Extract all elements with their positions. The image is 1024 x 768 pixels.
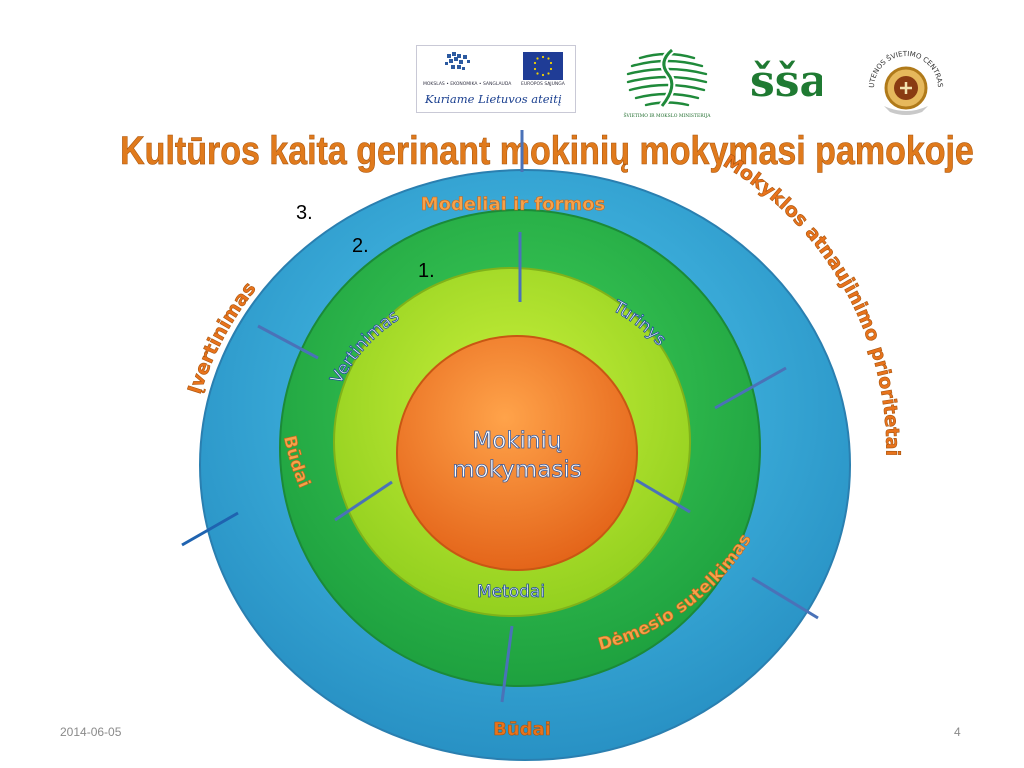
ssa-mark-icon: šša bbox=[750, 56, 828, 107]
ministry-caption: ŠVIETIMO IR MOKSLO MINISTERIJA bbox=[623, 114, 711, 119]
divider-bottom bbox=[500, 625, 514, 703]
ssa-mark: šša bbox=[750, 56, 822, 106]
slide-date: 2014-06-05 bbox=[60, 725, 122, 739]
divider-right-upper bbox=[714, 366, 787, 410]
center-label-line1: Mokinių bbox=[472, 428, 562, 454]
ring-1-number: 1. bbox=[418, 260, 435, 282]
ring-1-label-bottom: Metodai bbox=[477, 582, 545, 602]
divider-left-lower bbox=[334, 480, 393, 522]
ssa-logo: šša bbox=[748, 54, 828, 107]
ministry-emblem-icon bbox=[626, 47, 708, 109]
slide-page-number: 4 bbox=[954, 725, 961, 739]
esf-caption: Kuriame Lietuvos ateitį bbox=[425, 92, 562, 106]
ring-3-number: 3. bbox=[296, 202, 313, 224]
esf-map-icon bbox=[445, 52, 563, 80]
esf-logo: MOKSLAS • EKONOMIKA • SANGLAUDA EUROPOS … bbox=[416, 45, 576, 113]
ring-2-number: 2. bbox=[352, 235, 369, 257]
ministry-logo: ŠVIETIMO IR MOKSLO MINISTERIJA bbox=[620, 44, 714, 120]
divider-outer-left bbox=[181, 511, 239, 547]
divider-right-lower bbox=[635, 478, 691, 514]
center-label-line2: mokymasis bbox=[452, 457, 581, 483]
slide-title: Kultūros kaita gerinant mokinių mokymasi… bbox=[120, 127, 974, 172]
center-circle bbox=[396, 335, 638, 571]
ring-3-label-bottom: Būdai bbox=[493, 719, 551, 740]
divider-outer-right bbox=[751, 576, 819, 620]
utena-seal-icon: UTENOS ŠVIETIMO CENTRAS bbox=[868, 50, 944, 115]
utena-center-logo: UTENOS ŠVIETIMO CENTRAS bbox=[862, 48, 950, 118]
ring-3-label-top: Modeliai ir formos bbox=[421, 194, 606, 215]
esf-small-text: MOKSLAS • EKONOMIKA • SANGLAUDA bbox=[423, 82, 512, 87]
divider-lines bbox=[181, 130, 819, 703]
eu-small-text: EUROPOS SĄJUNGA bbox=[521, 82, 565, 87]
divider-left-upper bbox=[257, 324, 319, 360]
